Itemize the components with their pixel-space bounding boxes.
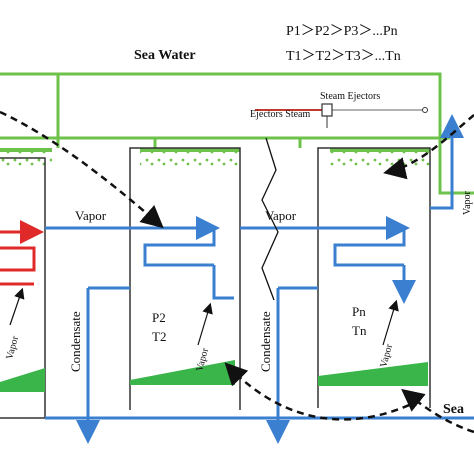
effect-n-temperature: Tn: [352, 323, 367, 338]
effect-n-vessel: [317, 147, 431, 408]
effect-1-vessel: [0, 157, 46, 419]
sea-water-label: Sea Water: [134, 48, 196, 63]
steam-ejectors-label: Steam Ejectors: [320, 91, 380, 102]
sea-water-feed-lines: [0, 72, 474, 195]
vapor-label-effect1-rising: Vapor: [4, 334, 21, 361]
sea-water-bottom-label: Sea: [443, 402, 464, 417]
vapor-label-effect2-out: Vapor: [265, 208, 297, 223]
pressure-order-text: P1＞P2＞P3＞...Pn: [286, 24, 398, 39]
effect-n-pressure: Pn: [352, 304, 366, 319]
spray-headers: [0, 148, 430, 170]
ejectors-steam-label: Ejectors Steam: [250, 109, 310, 120]
break-symbol: [261, 137, 279, 301]
condensate-label-2: Condensate: [258, 311, 273, 372]
vapor-label-effect1-out: Vapor: [75, 208, 107, 223]
condensate-label-1: Condensate: [68, 311, 83, 372]
effect-2-temperature: T2: [152, 329, 166, 344]
effect-2-pressure: P2: [152, 310, 166, 325]
steam-ejector-assembly: [255, 103, 428, 128]
dashed-flow-arrows: [0, 110, 474, 434]
vapor-lines: [45, 114, 474, 444]
vapor-label-right-edge: Vapor: [462, 190, 473, 215]
effect-1-heating-coil: [0, 220, 44, 286]
rising-vapor-arrows: [9, 287, 399, 346]
effect-2-vessel: [129, 147, 241, 410]
vapor-label-effectn-rising: Vapor: [378, 342, 395, 369]
temperature-order-text: T1＞T2＞T3＞...Tn: [286, 49, 401, 64]
